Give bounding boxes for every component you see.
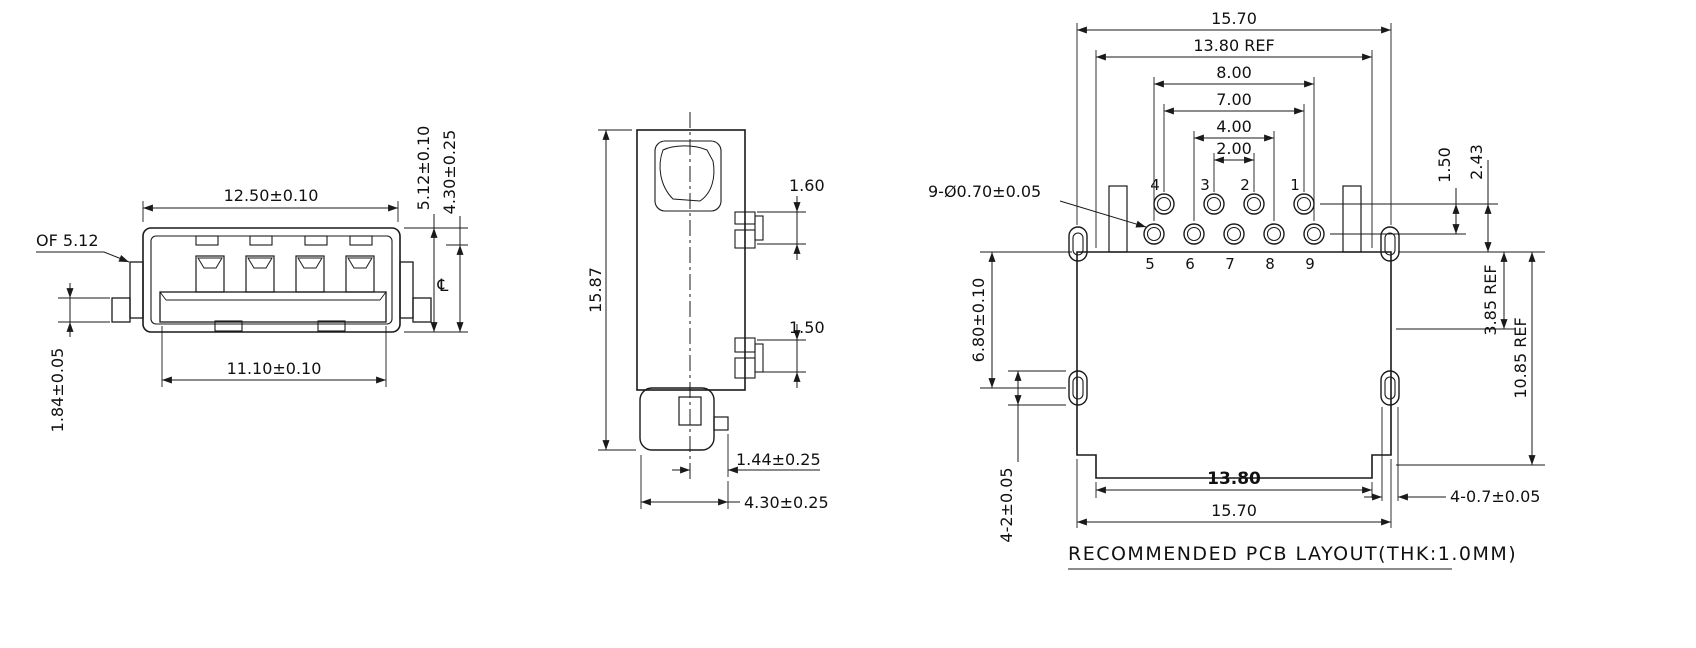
latch-detail [659, 145, 715, 202]
dim-pcb-bottom-outer: 15.70 [1211, 501, 1257, 520]
hole-callout-leader [1059, 200, 1147, 228]
dim-front-height2: 4.30±0.25 [440, 130, 459, 215]
pcb-extension-lines [980, 23, 1545, 528]
pin-label-3: 3 [1200, 176, 1210, 194]
dim-pcb-top-400: 4.00 [1216, 117, 1252, 136]
pcb-layout-note: RECOMMENDED PCB LAYOUT(THK:1.0MM) [1068, 543, 1517, 565]
front-view: 12.50±0.10 OF 5.12 1.84±0.05 11.10±0.10 … [36, 126, 468, 433]
dim-pcb-slot-length: 4-2±0.05 [997, 467, 1016, 542]
pin-pads [1143, 193, 1325, 245]
pin-label-6: 6 [1185, 255, 1195, 273]
dim-pcb-slot-width: 4-0.7±0.05 [1450, 487, 1540, 506]
shield-pads [1108, 185, 1362, 253]
dim-pcb-top-800: 8.00 [1216, 63, 1252, 82]
front-connector-body [111, 227, 432, 333]
dim-front-width-inner: 11.10±0.10 [227, 359, 322, 378]
pin-label-7: 7 [1225, 255, 1235, 273]
dim-pcb-bottom-inner: 13.80 [1207, 469, 1261, 489]
dim-side-height: 15.87 [586, 267, 605, 313]
dim-pcb-row-pitch: 1.50 [1435, 147, 1454, 183]
pin-label-8: 8 [1265, 255, 1275, 273]
dim-front-width-top: 12.50±0.10 [224, 186, 319, 205]
dim-pcb-row-edge: 2.43 [1467, 144, 1486, 180]
footprint-outline [1076, 251, 1392, 479]
pin-label-2: 2 [1240, 176, 1250, 194]
dim-pcb-top-200: 2.00 [1216, 139, 1252, 158]
side-dimensions [598, 129, 820, 509]
pin-label-4: 4 [1150, 176, 1160, 194]
dim-side-foot-width: 4.30±0.25 [744, 493, 829, 512]
front-dimensions [36, 201, 468, 387]
mounting-slots [1068, 226, 1400, 406]
pin-label-5: 5 [1145, 255, 1155, 273]
dim-pcb-left-height: 6.80±0.10 [969, 278, 988, 363]
hatched-section [678, 396, 702, 426]
centerline-symbol: ℄ [437, 276, 449, 296]
pin-numbers: 4 3 2 1 5 6 7 8 9 [1145, 176, 1315, 273]
dim-pcb-top-1570: 15.70 [1211, 9, 1257, 28]
front-contacts [195, 255, 375, 293]
dim-side-foot-offset: 1.44±0.25 [736, 450, 821, 469]
pcb-dimension-lines [988, 26, 1536, 526]
dim-front-height: 5.12±0.10 [414, 126, 433, 211]
side-view: 15.87 1.60 1.50 1.44±0.25 4.30±0.25 [586, 112, 829, 512]
pin-label-1: 1 [1290, 176, 1300, 194]
dim-pcb-top-700: 7.00 [1216, 90, 1252, 109]
pin-label-9: 9 [1305, 255, 1315, 273]
dim-front-leg-height: 1.84±0.05 [48, 348, 67, 433]
hole-callout: 9-Ø0.70±0.05 [928, 182, 1041, 201]
dim-side-contact-mid: 1.50 [789, 318, 825, 337]
pcb-layout-view: 9-Ø0.70±0.05 15.70 13.80 REF 8.00 7.00 4… [928, 9, 1545, 570]
dim-side-contact-top: 1.60 [789, 176, 825, 195]
dim-pcb-right-ref1: 3.85 REF [1481, 264, 1500, 335]
dim-pcb-right-ref2: 10.85 REF [1511, 317, 1530, 398]
side-connector-body [636, 112, 764, 480]
label-of: OF 5.12 [36, 231, 99, 250]
dim-pcb-top-1380ref: 13.80 REF [1193, 36, 1274, 55]
